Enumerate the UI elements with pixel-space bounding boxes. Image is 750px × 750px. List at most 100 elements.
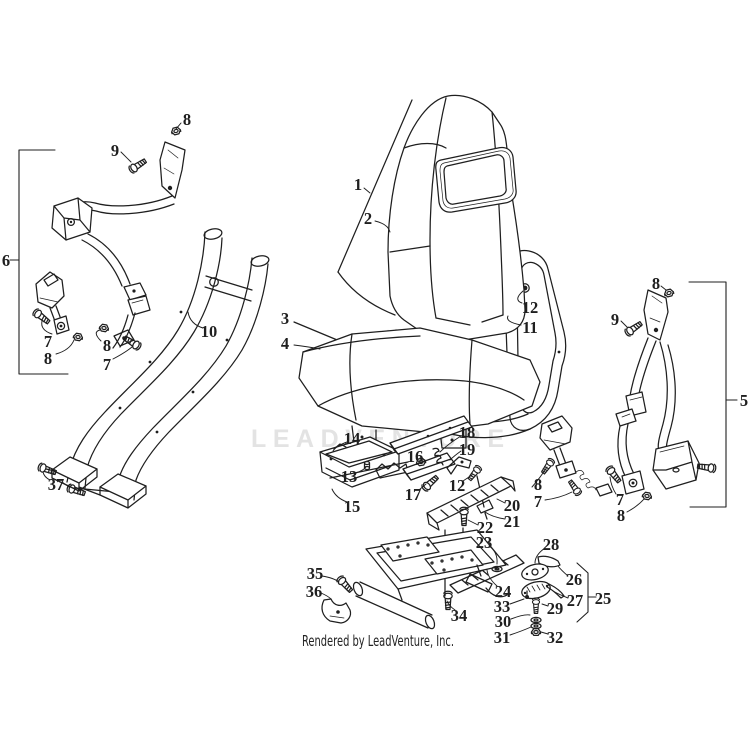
callout-4: 4 bbox=[281, 334, 289, 353]
bolt-35 bbox=[335, 574, 355, 595]
pin-33 bbox=[525, 590, 529, 599]
callout-31: 31 bbox=[494, 628, 511, 647]
callout-16: 16 bbox=[407, 447, 424, 466]
anchor-plate-left bbox=[159, 141, 186, 199]
footer-credit: Rendered by LeadVenture, Inc. bbox=[302, 632, 454, 650]
bolt bbox=[696, 461, 717, 474]
callout-7: 7 bbox=[44, 332, 52, 351]
callout-2: 2 bbox=[364, 209, 372, 228]
bolt-17 bbox=[420, 473, 441, 493]
belt-webbing bbox=[657, 341, 668, 453]
belt-guide-box bbox=[51, 197, 93, 241]
comb-plate bbox=[375, 462, 409, 479]
buckle-center bbox=[539, 415, 613, 498]
cam-plate-28 bbox=[521, 563, 549, 581]
callout-15: 15 bbox=[344, 497, 361, 516]
link-27 bbox=[546, 583, 565, 599]
belt-webbing bbox=[81, 239, 123, 287]
callout-30: 30 bbox=[495, 612, 512, 631]
callout-8: 8 bbox=[617, 506, 625, 525]
callout-22: 22 bbox=[477, 518, 494, 537]
bolt-37 bbox=[65, 482, 87, 499]
bolt-8 bbox=[539, 456, 557, 476]
callout-20: 20 bbox=[504, 496, 521, 515]
callout-32: 32 bbox=[547, 628, 564, 647]
bracket-6 bbox=[18, 149, 69, 375]
group-brackets bbox=[9, 149, 738, 623]
callout-labels: 1234567887891012118912131415161718192021… bbox=[2, 110, 748, 647]
callout-13: 13 bbox=[341, 467, 358, 486]
belt-webbing bbox=[617, 425, 627, 479]
callout-29: 29 bbox=[547, 599, 564, 618]
callout-33: 33 bbox=[494, 597, 511, 616]
callout-8: 8 bbox=[103, 336, 111, 355]
callout-6: 6 bbox=[2, 251, 10, 270]
anchor-eyelet-right bbox=[621, 470, 645, 495]
belt-webbing bbox=[637, 340, 657, 400]
bolt-9 bbox=[127, 156, 149, 175]
spring-18 bbox=[432, 447, 444, 466]
callout-10: 10 bbox=[201, 322, 218, 341]
latch-tongue-right bbox=[615, 408, 637, 427]
callout-12: 12 bbox=[522, 298, 539, 317]
callout-26: 26 bbox=[566, 570, 583, 589]
nut-8 bbox=[98, 323, 110, 333]
callout-21: 21 bbox=[504, 512, 521, 531]
washer-31 bbox=[530, 622, 542, 630]
callout-1: 1 bbox=[354, 175, 362, 194]
bracket-5 bbox=[688, 281, 727, 508]
washer-30 bbox=[530, 616, 542, 624]
callout-8: 8 bbox=[44, 349, 52, 368]
callout-7: 7 bbox=[103, 355, 111, 374]
callout-5: 5 bbox=[740, 391, 748, 410]
callout-17: 17 bbox=[405, 485, 422, 504]
callout-23: 23 bbox=[476, 533, 493, 552]
callout-7: 7 bbox=[534, 492, 542, 511]
belt-webbing bbox=[112, 314, 129, 349]
callout-11: 11 bbox=[522, 318, 538, 337]
anchor-plate-right bbox=[643, 289, 669, 341]
callout-7: 7 bbox=[616, 490, 624, 509]
callout-9: 9 bbox=[611, 310, 619, 329]
seatbelt-right bbox=[604, 287, 717, 501]
bolt-7 bbox=[604, 464, 624, 485]
slide-rail-upper bbox=[426, 476, 516, 531]
nut-8 bbox=[170, 125, 182, 137]
clip-21 bbox=[476, 499, 494, 520]
bolt-29 bbox=[531, 597, 541, 615]
callout-37: 37 bbox=[48, 475, 65, 494]
hook-bracket-36 bbox=[321, 598, 352, 624]
callout-24: 24 bbox=[495, 582, 512, 601]
callout-8: 8 bbox=[652, 274, 660, 293]
bolt-7 bbox=[566, 478, 584, 498]
bolt-9 bbox=[623, 319, 645, 338]
bracket-25 bbox=[576, 562, 589, 623]
latch-plate-left bbox=[123, 282, 151, 316]
callout-36: 36 bbox=[306, 582, 323, 601]
buckle-left bbox=[35, 271, 70, 335]
callout-27: 27 bbox=[567, 591, 584, 610]
callout-14: 14 bbox=[344, 429, 361, 448]
callout-3: 3 bbox=[281, 309, 289, 328]
seat-base-platform bbox=[321, 529, 508, 630]
retractor bbox=[652, 440, 700, 490]
seat-back bbox=[337, 94, 526, 341]
wire-connector bbox=[595, 483, 613, 497]
headrest-handle bbox=[435, 146, 517, 213]
nut-8 bbox=[72, 332, 84, 342]
leader-lines bbox=[41, 122, 667, 636]
mount-tube-lower bbox=[402, 447, 472, 481]
seatbelt-left bbox=[31, 125, 186, 499]
seat-cushion bbox=[298, 327, 541, 449]
callout-28: 28 bbox=[543, 535, 560, 554]
clip-19 bbox=[446, 456, 472, 475]
callout-18: 18 bbox=[459, 423, 476, 442]
belt-webbing bbox=[87, 233, 131, 285]
callout-12: 12 bbox=[449, 476, 466, 495]
belt-webbing bbox=[625, 423, 635, 475]
belt-webbing bbox=[665, 344, 676, 456]
adjuster-assembly bbox=[521, 555, 565, 637]
belt-webbing bbox=[629, 337, 649, 397]
